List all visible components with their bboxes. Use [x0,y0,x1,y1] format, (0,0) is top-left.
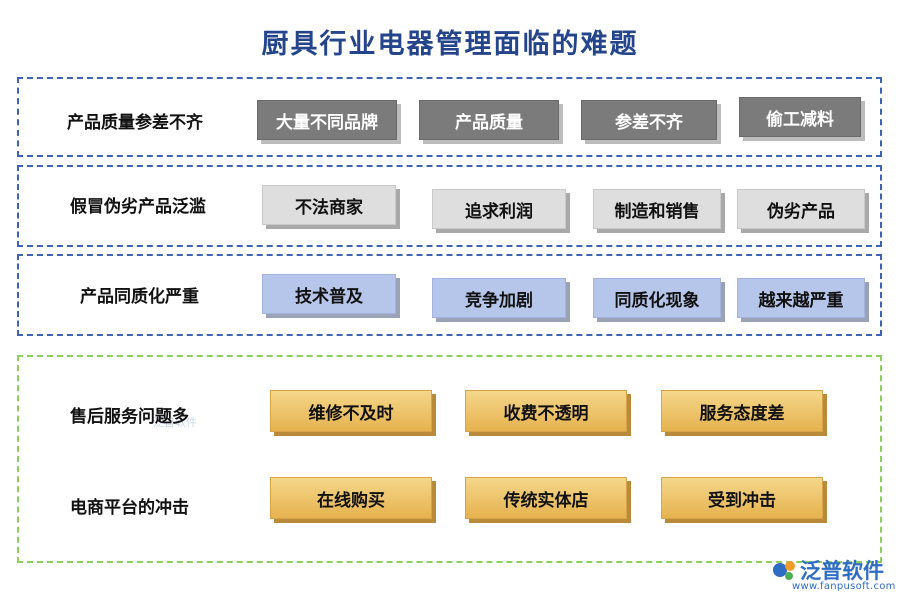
box-make-and-sell: 制造和销售 [593,189,721,229]
box-cut-corners: 偷工减料 [739,97,861,137]
box-tech-spread: 技术普及 [262,274,396,314]
box-competition: 竞争加剧 [432,278,566,318]
logo-icon [773,561,795,580]
box-pursue-profit: 追求利润 [432,189,566,229]
box-online-purchase: 在线购买 [270,477,432,519]
box-inferior-products: 伪劣产品 [737,189,865,229]
box-illegal-merchants: 不法商家 [262,185,396,225]
fanpu-logo: 泛普软件 www.fanpusoft.com [770,555,895,595]
row-label-quality: 产品质量参差不齐 [67,113,203,133]
row-label-ecommerce: 电商平台的冲击 [70,498,189,518]
diagram-title: 厨具行业电器管理面临的难题 [261,29,639,60]
logo-url: www.fanpusoft.com [792,581,896,592]
box-poor-attitude: 服务态度差 [661,390,823,432]
panel-counterfeit [17,165,882,247]
row-label-after-sales: 售后服务问题多 [70,407,189,427]
box-product-quality: 产品质量 [419,100,559,140]
box-uneven: 参差不齐 [581,100,717,140]
panel-quality [17,77,882,157]
box-more-serious: 越来越严重 [737,278,865,318]
box-many-brands: 大量不同品牌 [257,100,397,140]
logo-text: 泛普软件 [800,559,884,583]
box-homogenization: 同质化现象 [593,278,721,318]
row-label-counterfeit: 假冒伪劣产品泛滥 [70,197,206,217]
watermark: 泛普软件 [153,416,197,429]
box-opaque-fees: 收费不透明 [465,390,627,432]
box-impacted: 受到冲击 [661,477,823,519]
row-label-homogenization: 产品同质化严重 [80,287,199,307]
panel-service-ecommerce [17,355,882,563]
panel-homogenization [17,254,882,336]
box-physical-stores: 传统实体店 [465,477,627,519]
box-slow-repair: 维修不及时 [270,390,432,432]
